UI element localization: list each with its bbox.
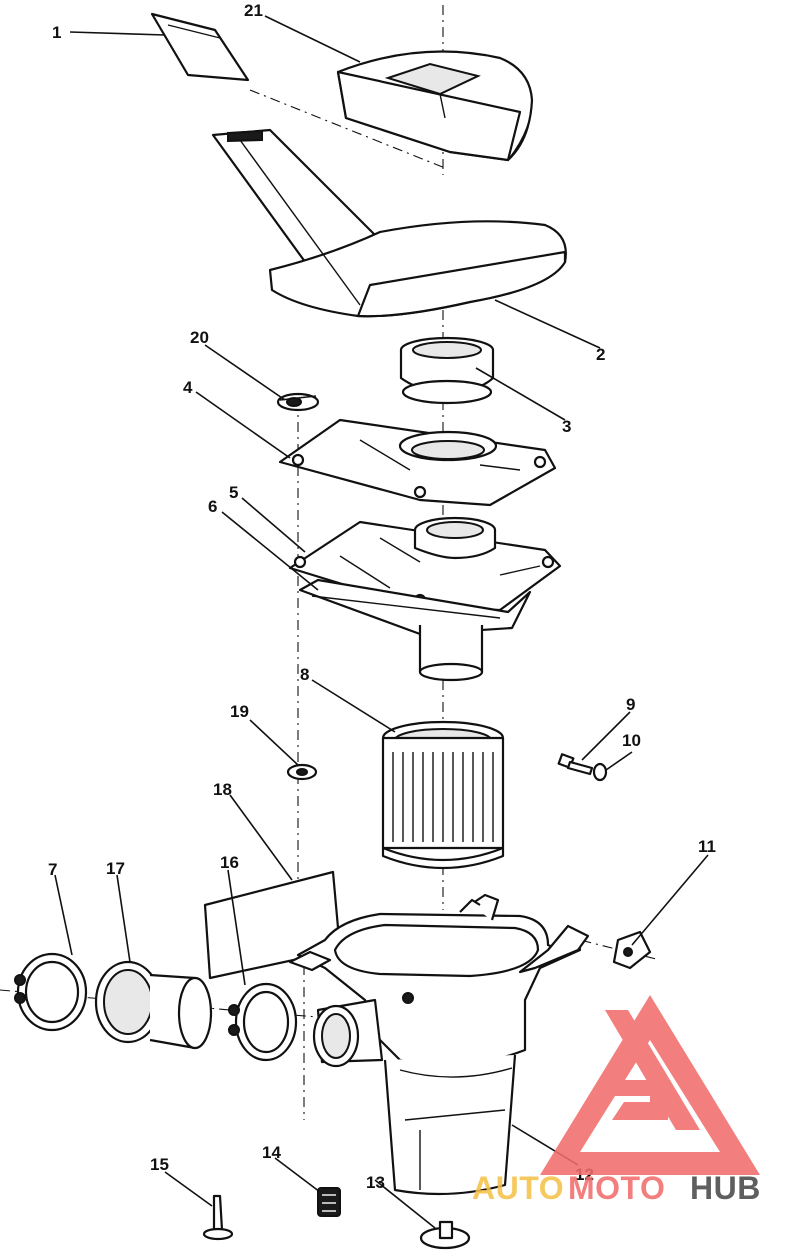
part-17-duct-boot	[94, 960, 213, 1050]
watermark-triangle-logo	[540, 995, 760, 1175]
part-12-airbox-body	[288, 893, 590, 1196]
part-8-filter-element	[381, 720, 505, 870]
part-4-top-plate	[278, 418, 557, 507]
part-19-washer	[286, 763, 318, 781]
callout-labels: 1 2 3 4 5 6 7 8 9 10 11 12 13 14 15 16 1…	[48, 1, 716, 1192]
callout-1: 1	[52, 23, 61, 42]
airbox-outlet-neck	[312, 998, 384, 1068]
callout-10: 10	[622, 731, 641, 750]
part-16-clamp	[228, 982, 298, 1062]
callout-4: 4	[183, 378, 193, 397]
callout-6: 6	[208, 497, 217, 516]
callout-18: 18	[213, 780, 232, 799]
part-13-drain-valve	[419, 1220, 471, 1250]
callout-9: 9	[626, 695, 635, 714]
watermark-hook-mark	[612, 1080, 668, 1120]
callout-leaders	[54, 15, 709, 1229]
watermark-word-auto: AUTO	[472, 1170, 564, 1206]
callout-17: 17	[106, 859, 125, 878]
housing-outlet-tube	[418, 625, 484, 682]
part-10-washer	[592, 762, 608, 782]
part-11-bracket-clip	[612, 930, 652, 970]
callout-2: 2	[596, 345, 605, 364]
callout-8: 8	[300, 665, 309, 684]
callout-20: 20	[190, 328, 209, 347]
callout-19: 19	[230, 702, 249, 721]
callout-21: 21	[244, 1, 263, 20]
part-1-decal	[150, 12, 250, 82]
part-3-coupler	[399, 336, 495, 405]
callout-5: 5	[229, 483, 238, 502]
callout-7: 7	[48, 860, 57, 879]
filter-pleats	[392, 752, 494, 842]
watermark-word-moto: MOTO	[568, 1170, 665, 1206]
callout-14: 14	[262, 1143, 281, 1162]
part-9-bolt	[557, 753, 594, 776]
automotohub-watermark: AUTO MOTO HUB	[472, 995, 761, 1206]
part-7-clamp	[14, 952, 88, 1032]
callout-13: 13	[366, 1173, 385, 1192]
part-21-intake-cover	[336, 50, 534, 162]
callout-3: 3	[562, 417, 571, 436]
callout-11: 11	[698, 837, 716, 856]
watermark-inner-mark	[605, 1010, 700, 1130]
part-2-intake-duct	[211, 128, 567, 318]
part-15-bolt	[202, 1194, 234, 1241]
callout-16: 16	[220, 853, 239, 872]
part-20-clip	[276, 392, 320, 412]
part-14-drain-plug	[317, 1187, 341, 1217]
watermark-word-hub: HUB	[690, 1170, 761, 1206]
callout-15: 15	[150, 1155, 169, 1174]
